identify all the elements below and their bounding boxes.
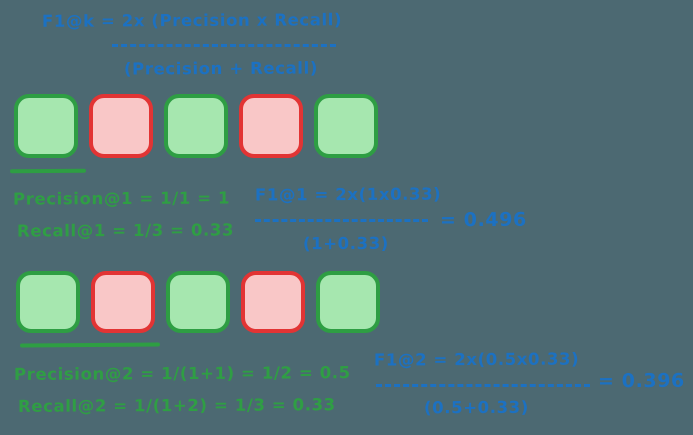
- irrelevant-result-square: [91, 271, 155, 333]
- relevant-result-square: [314, 94, 378, 158]
- recall-at-1-text: Recall@1 = 1/3 = 0.33: [16, 220, 235, 241]
- f1-at-1-result: = 0.496: [439, 208, 527, 232]
- irrelevant-result-square: [89, 94, 153, 158]
- f1-at-2-result: = 0.396: [597, 369, 685, 393]
- f1-at-2-fraction-bar: [376, 384, 590, 387]
- f1-at-1-numerator: F1@1 = 2x(1x0.33): [254, 184, 442, 205]
- main-formula-fraction-bar: [112, 44, 336, 47]
- relevant-result-square: [14, 94, 78, 158]
- f1-at-1-denominator: (1+0.33): [302, 233, 389, 254]
- f1-at-2-numerator: F1@2 = 2x(0.5x0.33): [373, 349, 580, 370]
- irrelevant-result-square: [239, 94, 303, 158]
- results-row-2: [16, 271, 380, 333]
- relevant-result-square: [164, 94, 228, 158]
- cutoff-underline-k1: [9, 168, 87, 174]
- precision-at-2-text: Precision@2 = 1/(1+1) = 1/2 = 0.5: [13, 363, 351, 384]
- relevant-result-square: [16, 271, 80, 333]
- relevant-result-square: [166, 271, 230, 333]
- f1-at-2-denominator: (0.5+0.33): [423, 397, 529, 418]
- irrelevant-result-square: [241, 271, 305, 333]
- relevant-result-square: [316, 271, 380, 333]
- recall-at-2-text: Recall@2 = 1/(1+2) = 1/3 = 0.33: [17, 395, 336, 416]
- main-formula-denominator: (Precision + Recall): [123, 58, 318, 79]
- precision-at-1-text: Precision@1 = 1/1 = 1: [12, 188, 231, 209]
- cutoff-underline-k2: [19, 342, 161, 348]
- f1-at-1-fraction-bar: [255, 219, 428, 222]
- results-row-1: [14, 94, 378, 158]
- main-formula-numerator: F1@k = 2x (Precision x Recall): [41, 10, 343, 31]
